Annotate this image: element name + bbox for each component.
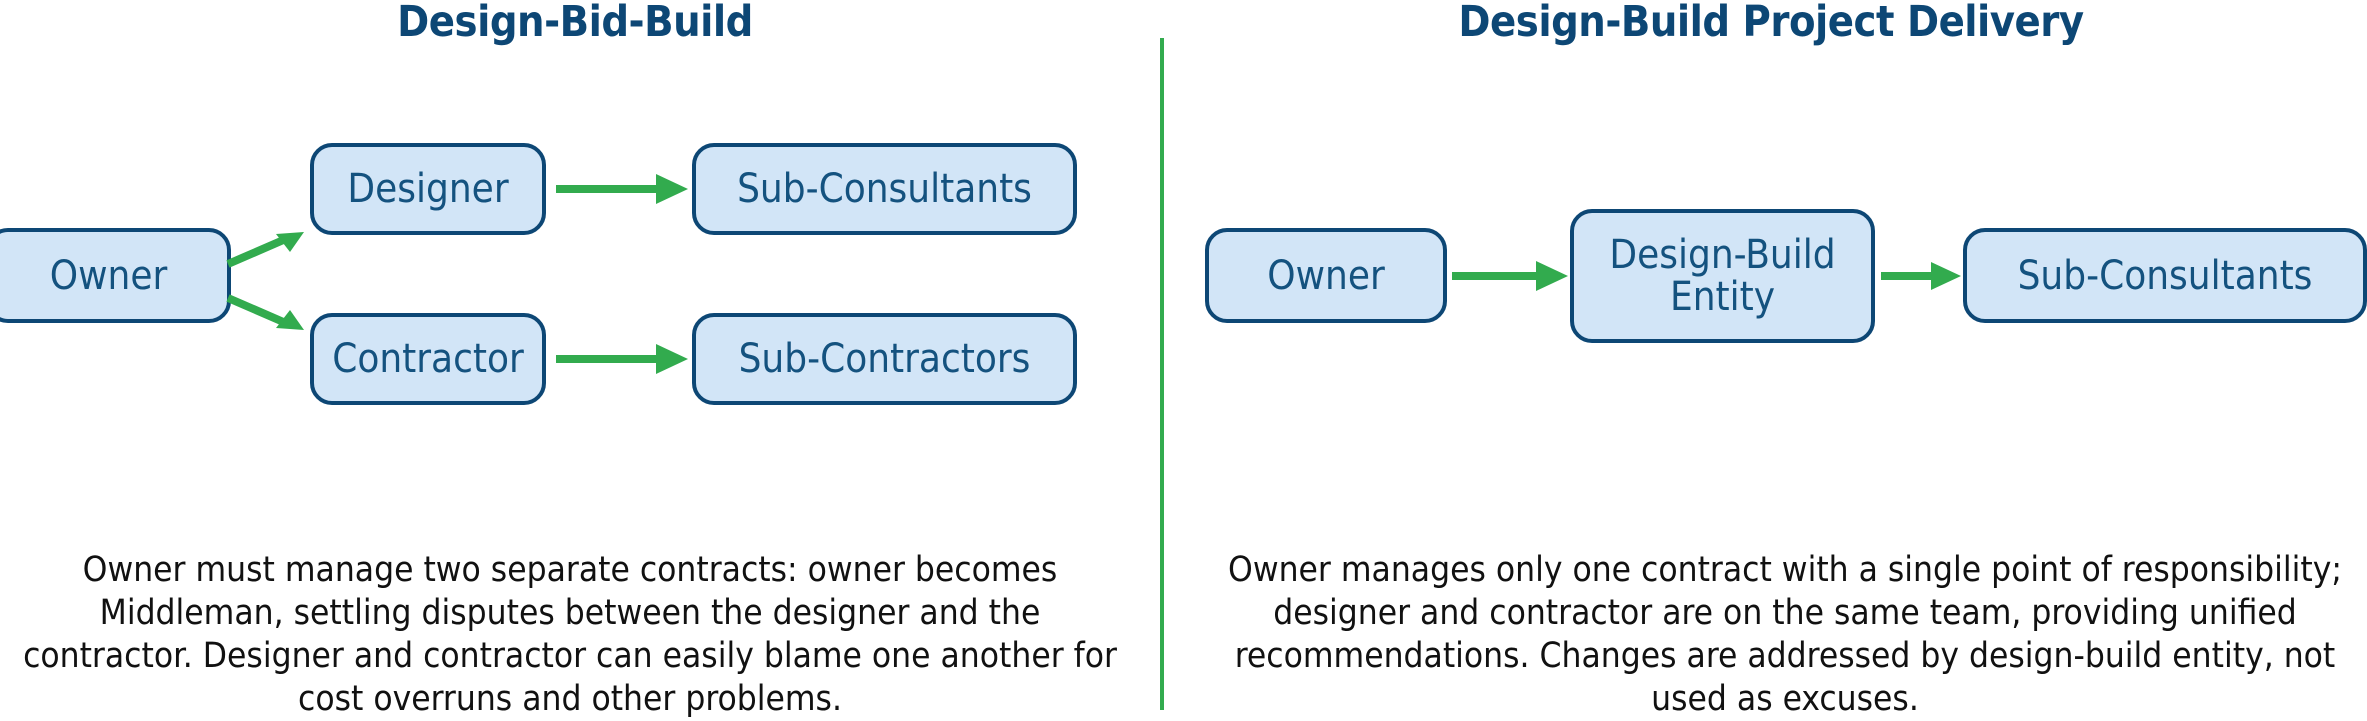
arrow-up-right-icon [226,234,290,268]
arrow-right-head [656,174,688,204]
vertical-divider [1160,38,1164,710]
left-panel-caption: Owner must manage two separate contracts… [23,550,1117,719]
node-owner-right[interactable]: Owner [1205,228,1447,323]
node-owner-left[interactable]: Owner [0,228,231,323]
node-sub-consultants-right[interactable]: Sub-Consultants [1963,228,2367,323]
left-panel-title: Design-Bid-Build [397,0,753,47]
node-sub-consultants-left[interactable]: Sub-Consultants [692,143,1077,235]
arrow-right-head [1931,262,1961,290]
arrow-design-build-entity-to-sub-consultants [1881,262,1961,290]
arrow-right-head [656,344,688,374]
arrow-right-head [1536,261,1568,291]
node-sub-contractors[interactable]: Sub-Contractors [692,313,1077,405]
arrow-owner-to-design-build-entity [1452,261,1568,291]
right-panel-title: Design-Build Project Delivery [1458,0,2084,47]
arrow-down-right-head [276,310,304,330]
arrow-designer-to-sub-consultants [556,174,688,204]
arrow-contractor-to-sub-contractors [556,344,688,374]
arrow-up-right-head [276,232,304,252]
arrow-owner-branch-group [226,232,304,330]
arrow-down-right-icon [226,294,290,328]
right-panel-caption: Owner manages only one contract with a s… [1228,550,2342,719]
node-designer[interactable]: Designer [310,143,546,235]
node-contractor[interactable]: Contractor [310,313,546,405]
